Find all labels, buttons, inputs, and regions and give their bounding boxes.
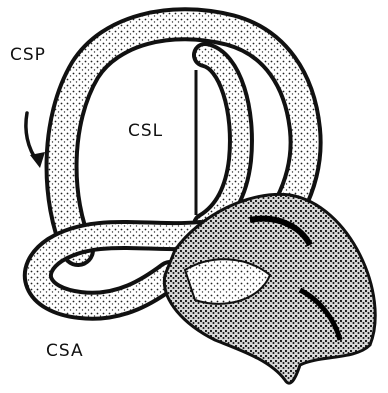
label-csl: CSL xyxy=(128,121,163,141)
rotation-arrow xyxy=(26,113,45,168)
label-csa: CSA xyxy=(46,341,84,361)
label-csp: CSP xyxy=(10,45,46,65)
lateral-canal xyxy=(196,55,241,225)
